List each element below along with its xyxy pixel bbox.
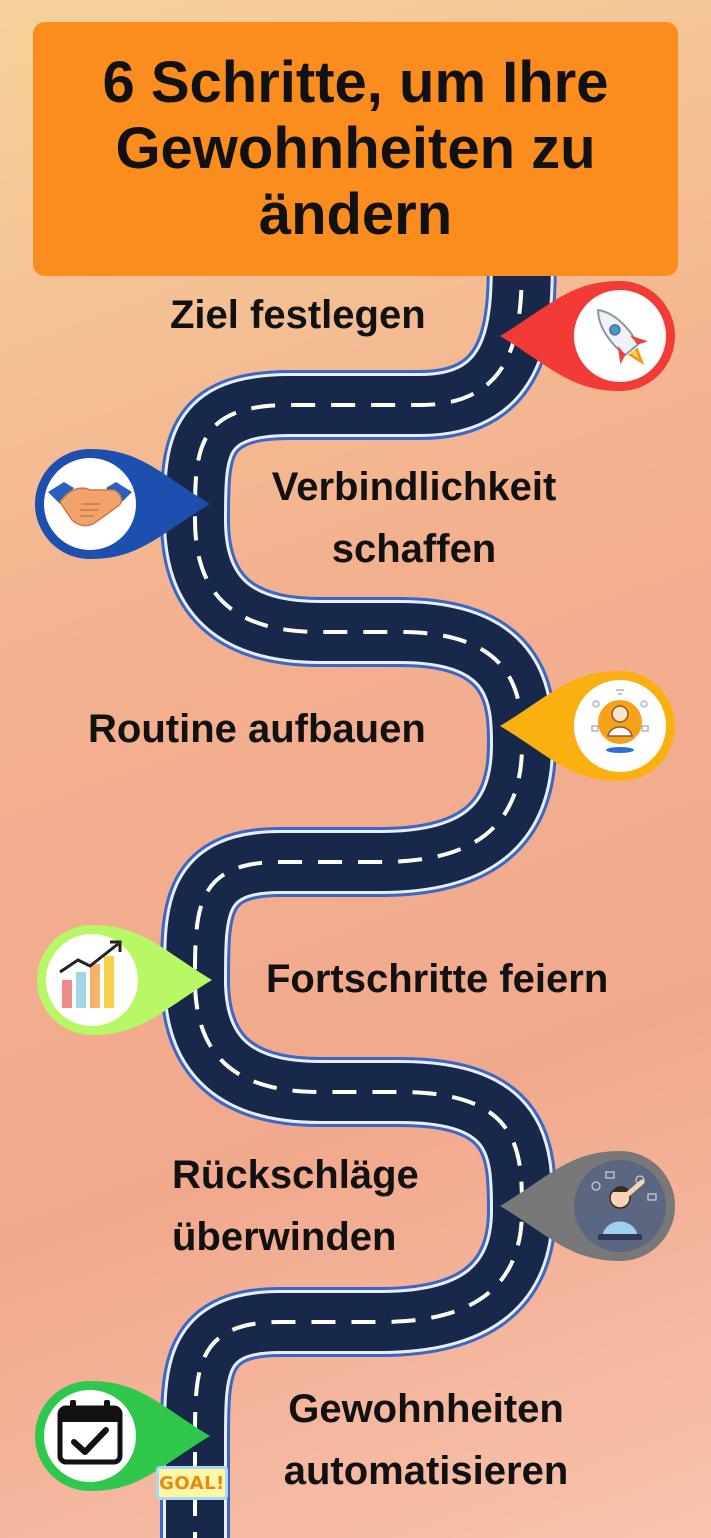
step-6-label: Gewohnheiten automatisieren: [256, 1378, 596, 1502]
calendar-check-icon: [57, 1400, 123, 1465]
title-banner: 6 Schritte, um Ihre Gewohnheiten zu ände…: [33, 22, 678, 276]
stressed-person-icon: [591, 1171, 657, 1240]
step-3-pin: [500, 671, 676, 781]
step-6-label-line-2: automatisieren: [283, 1449, 569, 1493]
step-2-pin: [35, 449, 210, 559]
bar-chart-growth-icon: [59, 940, 122, 1008]
step-2-label-line-2: schaffen: [331, 527, 497, 571]
goal-sign-text: GOAL!: [159, 1472, 225, 1494]
step-4-pin: [37, 925, 212, 1035]
step-1-label: Ziel festlegen: [170, 284, 426, 346]
step-3-label: Routine aufbauen: [88, 698, 426, 760]
step-4-label: Fortschritte feiern: [266, 948, 608, 1010]
step-2-label-line-1: Verbindlichkeit: [271, 465, 557, 509]
page-title: 6 Schritte, um Ihre Gewohnheiten zu ände…: [102, 50, 609, 247]
step-5-label-line-2: überwinden: [172, 1215, 397, 1259]
step-3-label-line-1: Routine aufbauen: [88, 707, 426, 751]
step-5-label: Rückschläge überwinden: [172, 1144, 419, 1268]
step-6-label-line-1: Gewohnheiten: [288, 1387, 564, 1431]
step-2-label: Verbindlichkeit schaffen: [244, 456, 584, 580]
step-6-pin: [35, 1381, 210, 1491]
rocket-icon: [597, 308, 648, 366]
meditation-icon: [591, 689, 649, 753]
step-5-label-line-1: Rückschläge: [172, 1153, 419, 1197]
step-1-label-line-1: Ziel festlegen: [170, 293, 426, 337]
goal-sign: GOAL!: [156, 1466, 228, 1500]
step-4-label-line-1: Fortschritte feiern: [266, 957, 609, 1001]
handshake-icon: [48, 482, 132, 527]
step-1-pin: [500, 281, 676, 391]
step-5-pin: [500, 1151, 676, 1261]
road-center-dashes: [193, 249, 524, 1538]
